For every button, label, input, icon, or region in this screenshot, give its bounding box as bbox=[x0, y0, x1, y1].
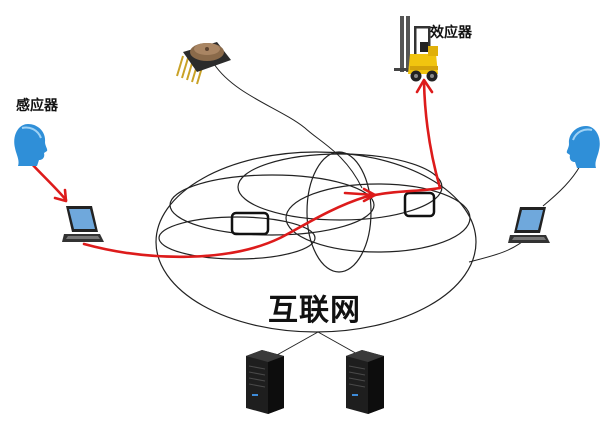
actuator-arrowhead bbox=[415, 78, 434, 94]
inner-ellipse-lower bbox=[158, 216, 316, 260]
outer-ellipse bbox=[155, 151, 477, 333]
inner-ellipse-middle bbox=[169, 174, 375, 236]
internet-cloud bbox=[155, 151, 477, 333]
internet-label: 互联网 bbox=[268, 293, 361, 328]
inner-ellipse-top bbox=[237, 153, 443, 221]
laptop-icon bbox=[62, 206, 104, 242]
forklift-icon bbox=[394, 16, 438, 82]
laptop-to-internet-path bbox=[82, 186, 442, 259]
sensor-chip-icon bbox=[176, 42, 231, 85]
human-head-icon bbox=[14, 124, 48, 166]
arrow-mid bbox=[343, 191, 377, 197]
router-box-left bbox=[230, 211, 270, 236]
router-box-right bbox=[403, 191, 436, 218]
right-head-link bbox=[542, 165, 581, 207]
actuator-label: 效应器 bbox=[430, 25, 472, 41]
head-to-laptop-arrowhead bbox=[53, 188, 68, 203]
laptop-icon bbox=[508, 207, 550, 243]
chip-link bbox=[213, 63, 363, 189]
server-tower-icon bbox=[246, 350, 284, 414]
inner-ellipse-right bbox=[285, 183, 471, 253]
arrow-mid-head bbox=[362, 187, 377, 203]
server-tower-icon bbox=[346, 350, 384, 414]
sensor-label: 感应器 bbox=[16, 98, 58, 114]
human-head-icon bbox=[566, 126, 600, 168]
internet-to-actuator-path bbox=[422, 80, 442, 190]
head-to-laptop-path bbox=[28, 160, 68, 202]
inner-ellipse-vertical bbox=[306, 151, 372, 273]
